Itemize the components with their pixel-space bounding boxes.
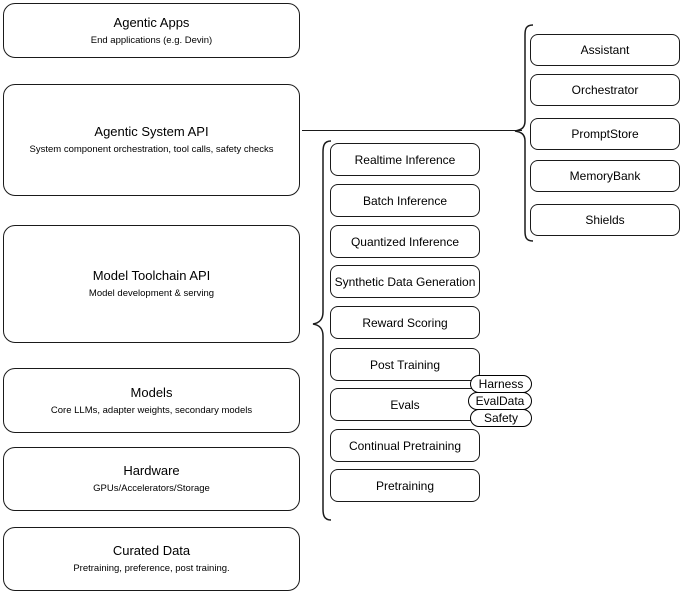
layer-curated-data[interactable]: Curated Data Pretraining, preference, po…	[3, 527, 300, 591]
component-label: Assistant	[580, 43, 630, 57]
component-evals[interactable]: Evals	[330, 388, 480, 421]
component-label: Continual Pretraining	[348, 438, 462, 453]
component-orchestrator[interactable]: Orchestrator	[530, 74, 680, 106]
component-label: Pretraining	[375, 478, 435, 493]
layer-title: Hardware	[123, 463, 180, 478]
layer-subtitle: System component orchestration, tool cal…	[29, 144, 274, 155]
tag-safety[interactable]: Safety	[470, 409, 532, 427]
layer-subtitle: GPUs/Accelerators/Storage	[93, 483, 210, 494]
layer-subtitle: End applications (e.g. Devin)	[90, 34, 213, 46]
layer-subtitle: Model development & serving	[88, 288, 215, 299]
layer-title: Agentic System API	[94, 124, 209, 139]
component-shields[interactable]: Shields	[530, 204, 680, 236]
component-label: MemoryBank	[569, 169, 641, 183]
brace-system-components	[514, 24, 534, 242]
component-label: Synthetic Data Generation	[334, 274, 476, 289]
component-label: Orchestrator	[571, 83, 639, 97]
component-label: Shields	[585, 213, 625, 227]
layer-model-toolchain-api[interactable]: Model Toolchain API Model development & …	[3, 225, 300, 343]
layer-hardware[interactable]: Hardware GPUs/Accelerators/Storage	[3, 447, 300, 511]
component-pretraining[interactable]: Pretraining	[330, 469, 480, 502]
component-label: Evals	[390, 397, 420, 412]
component-label: Post Training	[369, 357, 441, 372]
component-label: Realtime Inference	[354, 152, 456, 167]
component-quantized-inference[interactable]: Quantized Inference	[330, 225, 480, 258]
layer-subtitle: Pretraining, preference, post training.	[73, 563, 230, 574]
component-reward-scoring[interactable]: Reward Scoring	[330, 306, 480, 339]
layer-title: Agentic Apps	[113, 14, 190, 30]
component-label: Reward Scoring	[362, 315, 448, 330]
component-label: PromptStore	[571, 127, 639, 141]
component-label: Quantized Inference	[350, 234, 460, 249]
brace-toolchain	[312, 140, 332, 521]
layer-agentic-apps[interactable]: Agentic Apps End applications (e.g. Devi…	[3, 3, 300, 58]
tag-harness[interactable]: Harness	[470, 375, 532, 393]
component-realtime-inference[interactable]: Realtime Inference	[330, 143, 480, 176]
layer-title: Models	[130, 384, 173, 400]
component-batch-inference[interactable]: Batch Inference	[330, 184, 480, 217]
component-continual-pretraining[interactable]: Continual Pretraining	[330, 429, 480, 462]
component-label: Batch Inference	[362, 193, 448, 208]
component-synthetic-data-generation[interactable]: Synthetic Data Generation	[330, 265, 480, 298]
tag-evaldata[interactable]: EvalData	[468, 392, 532, 410]
component-assistant[interactable]: Assistant	[530, 34, 680, 66]
component-post-training[interactable]: Post Training	[330, 348, 480, 381]
tag-label: Safety	[483, 411, 519, 425]
layer-agentic-system-api[interactable]: Agentic System API System component orch…	[3, 84, 300, 196]
connector-line-system-api	[302, 129, 522, 131]
layer-title: Model Toolchain API	[92, 268, 211, 283]
layer-title: Curated Data	[112, 543, 191, 558]
layer-models[interactable]: Models Core LLMs, adapter weights, secon…	[3, 368, 300, 433]
component-promptstore[interactable]: PromptStore	[530, 118, 680, 150]
tag-label: EvalData	[475, 394, 525, 408]
component-memorybank[interactable]: MemoryBank	[530, 160, 680, 192]
tag-label: Harness	[478, 377, 524, 391]
layer-subtitle: Core LLMs, adapter weights, secondary mo…	[50, 404, 253, 416]
